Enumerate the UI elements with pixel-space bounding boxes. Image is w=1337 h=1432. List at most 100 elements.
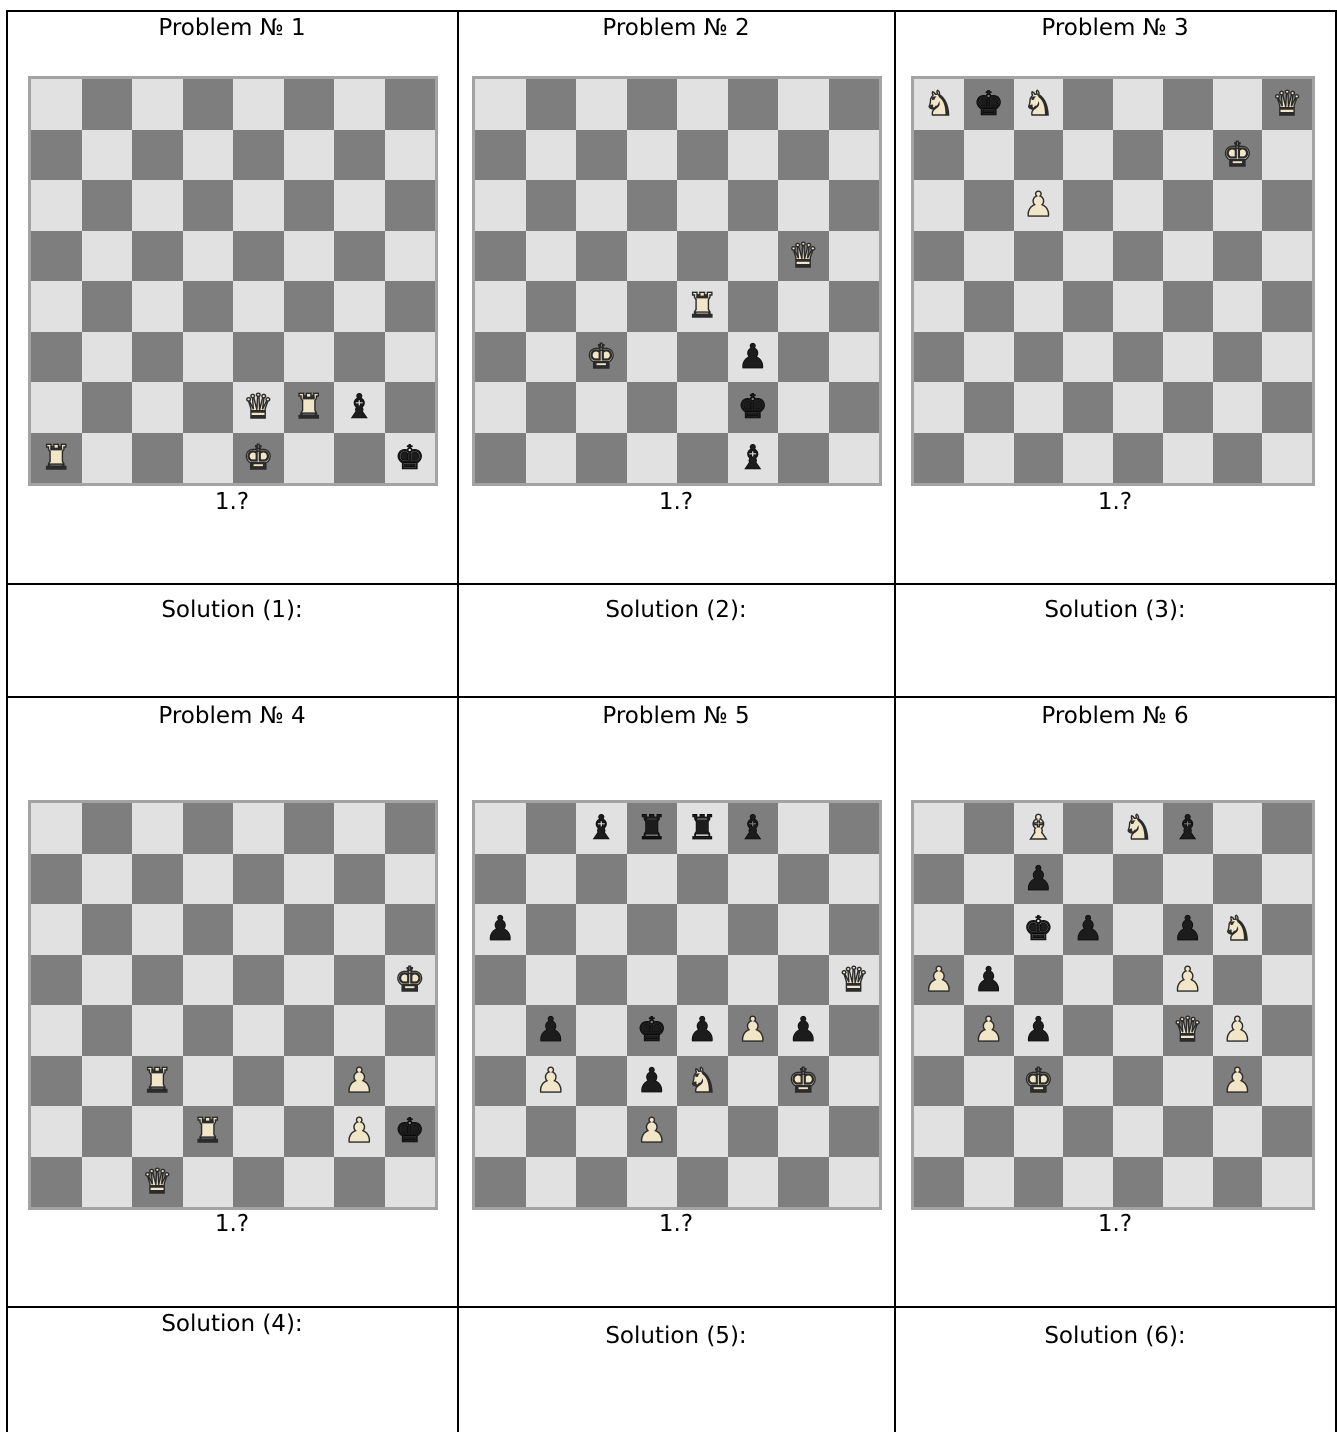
board-square-f8: ♝ (1163, 803, 1213, 854)
board-square-d1 (627, 433, 678, 484)
board-square-g5: ♛ (778, 231, 829, 282)
white-pawn-icon: ♟ (1172, 963, 1202, 997)
board-square-b4 (526, 281, 577, 332)
solution-label: Solution (2): (526, 596, 826, 624)
board-square-h1: ♚ (385, 433, 436, 484)
board-square-b4: ♟ (526, 1005, 577, 1056)
board-square-f1 (1163, 433, 1213, 484)
board-square-e3 (233, 332, 284, 383)
board-square-f2 (728, 1106, 779, 1157)
board-square-f3 (1163, 1056, 1213, 1107)
board-square-a7 (31, 854, 82, 905)
board-square-b2 (526, 382, 577, 433)
board-square-d3 (1063, 1056, 1113, 1107)
board-square-b7 (82, 130, 133, 181)
move-caption: 1.? (1015, 488, 1215, 516)
board-square-b2 (526, 1106, 577, 1157)
board-square-e1 (677, 433, 728, 484)
board-square-g4 (334, 1005, 385, 1056)
board-square-e6 (1113, 180, 1163, 231)
board-square-b8 (82, 803, 133, 854)
board-square-h8: ♛ (1262, 79, 1312, 130)
board-square-a4 (914, 1005, 964, 1056)
board-square-f8: ♝ (728, 803, 779, 854)
board-square-d6 (183, 180, 234, 231)
board-square-b1 (526, 433, 577, 484)
problem-title: Problem № 6 (965, 702, 1265, 730)
black-bishop-icon: ♝ (738, 441, 768, 475)
board-square-e4: ♜ (677, 281, 728, 332)
board-square-e4 (233, 1005, 284, 1056)
board-square-a2 (475, 1106, 526, 1157)
board-square-a5: ♟ (914, 955, 964, 1006)
board-square-h2 (1262, 1106, 1312, 1157)
board-square-b2 (964, 382, 1014, 433)
board-square-d5 (1063, 955, 1113, 1006)
board-square-f4 (284, 281, 335, 332)
white-pawn-icon: ♟ (536, 1064, 566, 1098)
board-square-h7 (1262, 854, 1312, 905)
board-square-c1: ♛ (132, 1157, 183, 1208)
board-square-c5 (132, 231, 183, 282)
board-square-d7 (627, 130, 678, 181)
black-king-icon: ♚ (973, 87, 1003, 121)
board-square-h1 (829, 433, 880, 484)
white-rook-icon: ♜ (41, 441, 71, 475)
board-square-d4 (183, 281, 234, 332)
black-pawn-icon: ♟ (738, 340, 768, 374)
board-square-g5 (334, 955, 385, 1006)
board-square-c7 (576, 130, 627, 181)
board-square-e6 (677, 904, 728, 955)
board-square-g8 (334, 79, 385, 130)
board-square-e8: ♞ (1113, 803, 1163, 854)
board-square-f7 (1163, 854, 1213, 905)
black-king-icon: ♚ (395, 1114, 425, 1148)
white-rook-icon: ♜ (193, 1114, 223, 1148)
board-square-h2 (1262, 382, 1312, 433)
board-square-a1: ♜ (31, 433, 82, 484)
white-queen-icon: ♛ (788, 239, 818, 273)
board-square-h6 (1262, 904, 1312, 955)
board-square-f5 (1163, 231, 1213, 282)
board-square-h3 (829, 332, 880, 383)
board-square-f5 (284, 955, 335, 1006)
board-square-d1 (627, 1157, 678, 1208)
white-queen-icon: ♛ (1172, 1013, 1202, 1047)
black-pawn-icon: ♟ (788, 1013, 818, 1047)
board-square-d8 (1063, 79, 1113, 130)
board-square-g5 (1213, 955, 1263, 1006)
board-square-f4 (728, 281, 779, 332)
board-square-g6 (334, 180, 385, 231)
board-square-a8: ♞ (914, 79, 964, 130)
board-square-h8 (385, 803, 436, 854)
white-knight-icon: ♞ (687, 1064, 717, 1098)
board-square-f1 (284, 1157, 335, 1208)
board-square-b7 (964, 854, 1014, 905)
black-bishop-icon: ♝ (1172, 811, 1202, 845)
board-square-b6 (82, 180, 133, 231)
board-square-h2 (829, 382, 880, 433)
board-square-f6 (284, 904, 335, 955)
board-square-c2 (576, 382, 627, 433)
board-square-e4 (1113, 1005, 1163, 1056)
board-square-b5 (82, 955, 133, 1006)
black-pawn-icon: ♟ (536, 1013, 566, 1047)
board-square-g4: ♟ (1213, 1005, 1263, 1056)
board-square-g2 (778, 1106, 829, 1157)
board-square-e8: ♜ (677, 803, 728, 854)
board-square-d1 (183, 1157, 234, 1208)
white-rook-icon: ♜ (294, 390, 324, 424)
board-square-d2 (627, 382, 678, 433)
table-border-top (6, 10, 1337, 12)
board-square-h4 (1262, 281, 1312, 332)
board-square-h5 (385, 231, 436, 282)
black-pawn-icon: ♟ (1023, 862, 1053, 896)
board-square-e5 (233, 231, 284, 282)
board-square-a3 (31, 332, 82, 383)
column-divider (457, 10, 459, 1432)
board-square-g5 (1213, 231, 1263, 282)
board-square-d3 (1063, 332, 1113, 383)
board-square-b7 (526, 854, 577, 905)
board-square-b3 (526, 332, 577, 383)
board-square-a4 (914, 281, 964, 332)
